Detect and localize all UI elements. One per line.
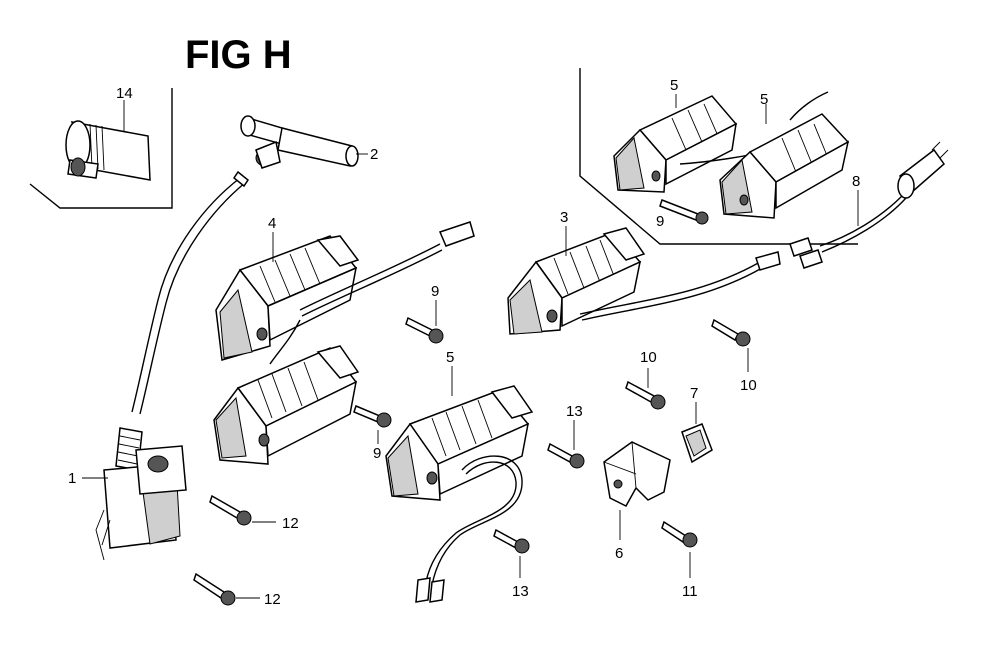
part-6-bracket (603, 441, 671, 507)
label-13-lower: 13 (512, 583, 529, 600)
part-12-bolt-lower (193, 572, 236, 606)
label-2: 2 (370, 146, 378, 163)
inset-frame-coils (579, 68, 858, 245)
label-14: 14 (116, 85, 133, 102)
part-13-bolt-lower (493, 528, 530, 554)
part-14-plug-cap (65, 120, 151, 181)
label-9-upper: 9 (431, 283, 439, 300)
part-4-coil (215, 221, 475, 365)
part-5-coil-inset-left (613, 95, 771, 193)
figure-title: FIG H (185, 33, 292, 77)
label-8: 8 (852, 173, 860, 190)
part-7-clamp (681, 423, 713, 464)
label-13-upper: 13 (566, 403, 583, 420)
part-9-bolt-upper (405, 316, 444, 344)
part-5-coil-center (385, 385, 534, 603)
label-1: 1 (68, 470, 76, 487)
part-8-cord-plug (789, 141, 949, 269)
label-9-lower: 9 (373, 445, 381, 462)
part-13-bolt-upper (547, 442, 585, 469)
part-9-bolt-lower (353, 404, 392, 428)
part-11-bolt (661, 520, 698, 548)
inset-frame-plug-cap (29, 88, 173, 209)
label-7: 7 (690, 385, 698, 402)
label-4: 4 (268, 215, 276, 232)
label-5-inset-right: 5 (760, 91, 768, 108)
label-12-upper: 12 (282, 515, 299, 532)
label-6: 6 (615, 545, 623, 562)
label-11: 11 (682, 583, 698, 600)
label-3: 3 (560, 209, 568, 226)
part-12-bolt-upper (209, 494, 252, 526)
part-10-bolt-upper (711, 318, 751, 347)
label-10-upper: 10 (740, 377, 757, 394)
label-9-inset: 9 (656, 213, 664, 230)
part-3-coil (507, 227, 781, 335)
part-2-cord-cap (240, 115, 359, 169)
label-10-lower: 10 (640, 349, 657, 366)
label-5-center: 5 (446, 349, 454, 366)
part-9-bolt-inset (659, 199, 709, 225)
label-5-inset-left: 5 (670, 77, 678, 94)
part-1-ignition-coil (95, 170, 250, 561)
label-12-lower: 12 (264, 591, 281, 608)
coil-lower-left (213, 345, 360, 465)
part-5-coil-inset-right (719, 91, 850, 219)
part-10-bolt-lower (625, 380, 666, 410)
